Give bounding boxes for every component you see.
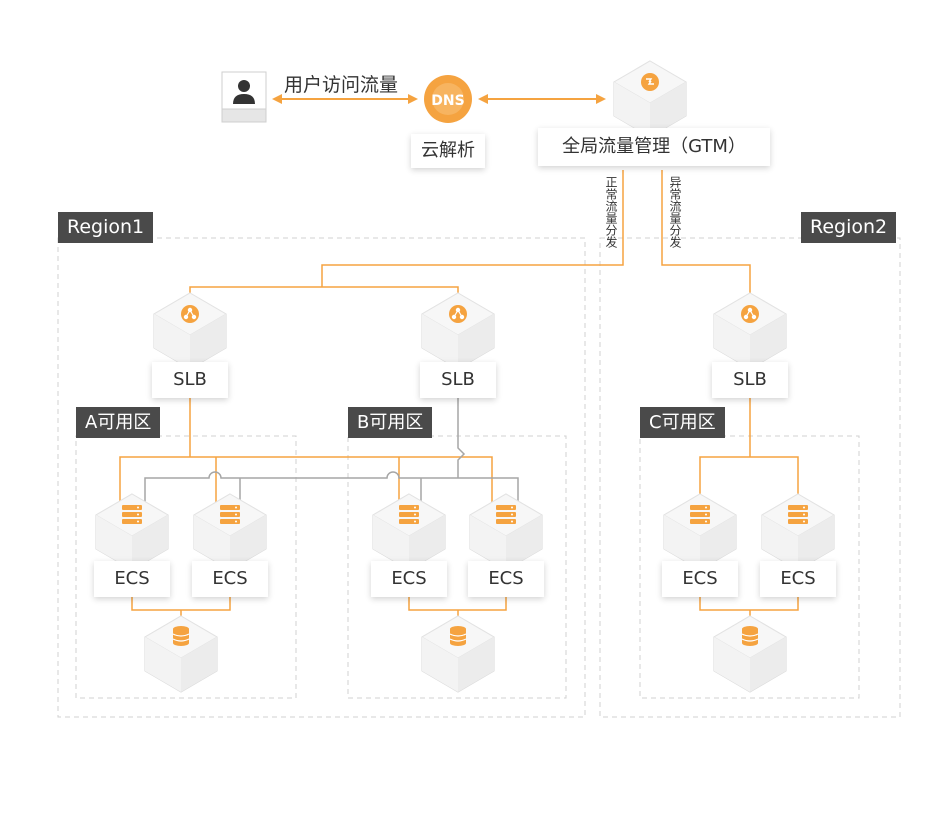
ecs-node-c2 [761, 493, 835, 571]
ecs-node-a1 [95, 493, 169, 571]
abnormal-flow-label: 异常流量分发 [668, 176, 682, 248]
gtm-label: 全局流量管理（GTM） [538, 128, 770, 166]
server-icon [496, 505, 516, 524]
load-balancer-icon [740, 304, 760, 324]
ecs-label-b1: ECS [371, 561, 447, 597]
server-icon [690, 505, 710, 524]
gtm-icon [641, 73, 659, 91]
dns-icon: DNS [424, 75, 472, 123]
user-icon [233, 80, 255, 104]
ecs-node-c1 [663, 493, 737, 571]
dns-gtm-arrowhead-left [478, 94, 488, 104]
ecs-label-b2: ECS [468, 561, 544, 597]
slb-b-bus [144, 471, 519, 507]
region1-label: Region1 [58, 212, 154, 243]
zone-a-container [75, 435, 297, 699]
zone-a-db-link [131, 597, 231, 611]
dns-gtm-arrowhead-right [596, 94, 606, 104]
user-card [221, 71, 267, 123]
ecs-node-b2 [469, 493, 543, 571]
ecs-label-a1: ECS [94, 561, 170, 597]
db-node-c [713, 615, 787, 693]
dns-icon-text: DNS [431, 93, 464, 109]
ecs-label-a2: ECS [192, 561, 268, 597]
zone-b-container [347, 435, 567, 699]
ecs-node-a2 [193, 493, 267, 571]
slb-node-c [713, 292, 787, 370]
slb-label-a: SLB [152, 362, 228, 398]
db-node-a [144, 615, 218, 693]
zone-b-db-link [408, 597, 507, 611]
server-icon [220, 505, 240, 524]
server-icon [788, 505, 808, 524]
zone-a-label: A可用区 [76, 407, 161, 438]
user-flow-label: 用户访问流量 [284, 74, 399, 96]
slb-node-b [421, 292, 495, 370]
normal-flow-line [321, 170, 624, 287]
server-icon [399, 505, 419, 524]
slb-label-b: SLB [420, 362, 496, 398]
zone-c-db-link [699, 597, 799, 611]
server-icon [122, 505, 142, 524]
region1-container [57, 237, 586, 718]
region2-label: Region2 [801, 212, 897, 243]
abnormal-flow-line [661, 170, 751, 310]
ecs-node-b1 [372, 493, 446, 571]
region2-container [599, 237, 901, 718]
db-node-b [421, 615, 495, 693]
database-icon [449, 625, 467, 647]
load-balancer-icon [448, 304, 468, 324]
load-balancer-icon [180, 304, 200, 324]
dns-label: 云解析 [411, 134, 485, 168]
gtm-node [613, 60, 687, 138]
zone-c-label: C可用区 [640, 407, 725, 438]
ecs-label-c2: ECS [760, 561, 836, 597]
slb-c-bus [699, 456, 799, 507]
slb-a-bus [119, 456, 493, 507]
region1-slb-bus [189, 286, 459, 310]
database-icon [172, 625, 190, 647]
user-dns-arrowhead-right [408, 94, 418, 104]
ecs-label-c1: ECS [662, 561, 738, 597]
database-icon [741, 625, 759, 647]
slb-label-c: SLB [712, 362, 788, 398]
slb-b-distribution [457, 398, 466, 478]
slb-node-a [153, 292, 227, 370]
normal-flow-label: 正常流量分发 [604, 176, 618, 248]
user-dns-arrowhead-left [272, 94, 282, 104]
zone-b-label: B可用区 [348, 407, 433, 438]
